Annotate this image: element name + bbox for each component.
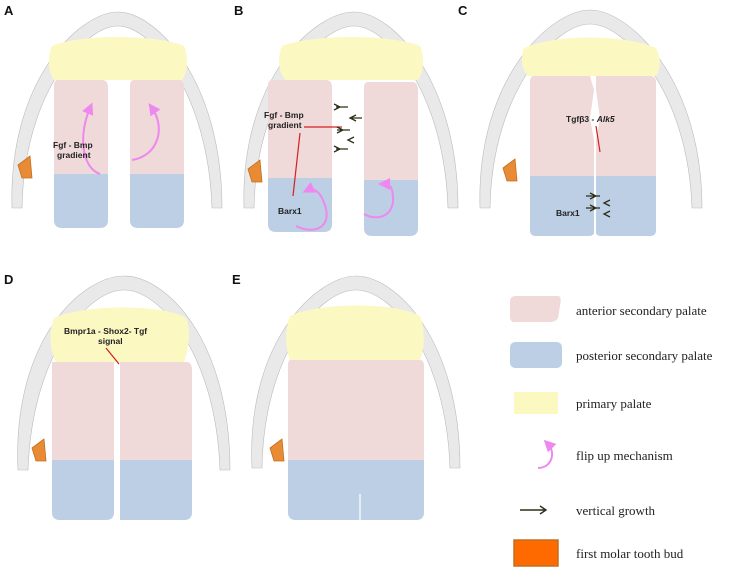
label-c-prefix: Tgfβ3 xyxy=(566,114,589,124)
line-c-tgfb3 xyxy=(595,125,601,153)
molar-bud-d xyxy=(31,438,47,462)
primary-palate-b xyxy=(279,37,424,80)
label-a-line1: Fgf - Bmp xyxy=(53,140,93,150)
label-b-gene: Barx1 xyxy=(278,206,302,216)
legend-label-primary: primary palate xyxy=(576,396,652,411)
molar-bud-e xyxy=(269,438,285,462)
legend-label-molar: first molar tooth bud xyxy=(576,546,684,561)
legend-label-flip: flip up mechanism xyxy=(576,448,673,463)
posterior-palate-e xyxy=(288,460,424,520)
vertical-growth-b xyxy=(333,103,362,153)
posterior-shelf-b-left xyxy=(268,178,332,232)
label-d-line2: signal xyxy=(98,336,123,346)
posterior-shelf-d-right xyxy=(120,460,192,520)
primary-palate-d xyxy=(50,307,190,362)
legend-swatch-molar xyxy=(513,539,559,567)
panel-letter-e: E xyxy=(232,272,241,287)
flip-arrow-b-left xyxy=(295,181,328,231)
legend-label-anterior: anterior secondary palate xyxy=(576,303,707,318)
label-b-line1: Fgf - Bmp xyxy=(264,110,304,120)
primary-palate-c xyxy=(521,37,660,76)
flip-arrow-a-right xyxy=(131,103,161,161)
legend-label-vertical: vertical growth xyxy=(576,503,656,518)
panel-d: D Bmpr1a - Shox2- Tgf signal xyxy=(4,272,231,520)
primary-palate-e xyxy=(286,305,424,360)
posterior-shelf-d-left xyxy=(52,460,114,520)
label-c-gene: Barx1 xyxy=(556,208,580,218)
posterior-shelf-c-right xyxy=(596,176,656,236)
flip-arrow-a-left xyxy=(82,102,101,175)
primary-palate-a xyxy=(48,37,188,80)
legend-label-posterior: posterior secondary palate xyxy=(576,348,713,363)
line-d-signal xyxy=(105,347,120,365)
legend-vertical-arrow xyxy=(520,505,548,515)
panel-letter-d: D xyxy=(4,272,13,287)
panel-e: E xyxy=(232,272,461,520)
posterior-shelf-c-left xyxy=(530,176,594,236)
molar-bud-a xyxy=(17,155,33,179)
legend-swatch-anterior xyxy=(510,296,561,322)
legend-swatch-posterior xyxy=(510,342,562,368)
molar-bud-c xyxy=(502,158,518,182)
panel-c: C Tgfβ3 - Alk5 Barx1 xyxy=(458,3,703,236)
panel-letter-b: B xyxy=(234,3,243,18)
flip-arrow-b-right xyxy=(363,178,395,219)
posterior-shelf-a-right xyxy=(130,174,184,228)
label-d-line1: Bmpr1a - Shox2- Tgf xyxy=(64,326,147,336)
panel-letter-a: A xyxy=(4,3,14,18)
vertical-growth-c xyxy=(586,192,611,218)
panel-a: A Fgf - Bmp gradient xyxy=(4,3,223,228)
legend: anterior secondary palate posterior seco… xyxy=(510,296,713,567)
panel-letter-c: C xyxy=(458,3,468,18)
label-c-line1: Tgfβ3 - Alk5 xyxy=(566,114,615,124)
label-c-suffix: - Alk5 xyxy=(589,114,615,124)
label-a-line2: gradient xyxy=(57,150,91,160)
legend-flip-arrow xyxy=(537,439,557,469)
legend-swatch-primary xyxy=(514,392,558,414)
posterior-shelf-a-left xyxy=(54,174,108,228)
panel-b: B Fgf - Bmp gradient Barx1 xyxy=(234,3,459,236)
line-b-barx1 xyxy=(292,132,301,197)
label-b-line2: gradient xyxy=(268,120,302,130)
molar-bud-b xyxy=(247,159,263,183)
